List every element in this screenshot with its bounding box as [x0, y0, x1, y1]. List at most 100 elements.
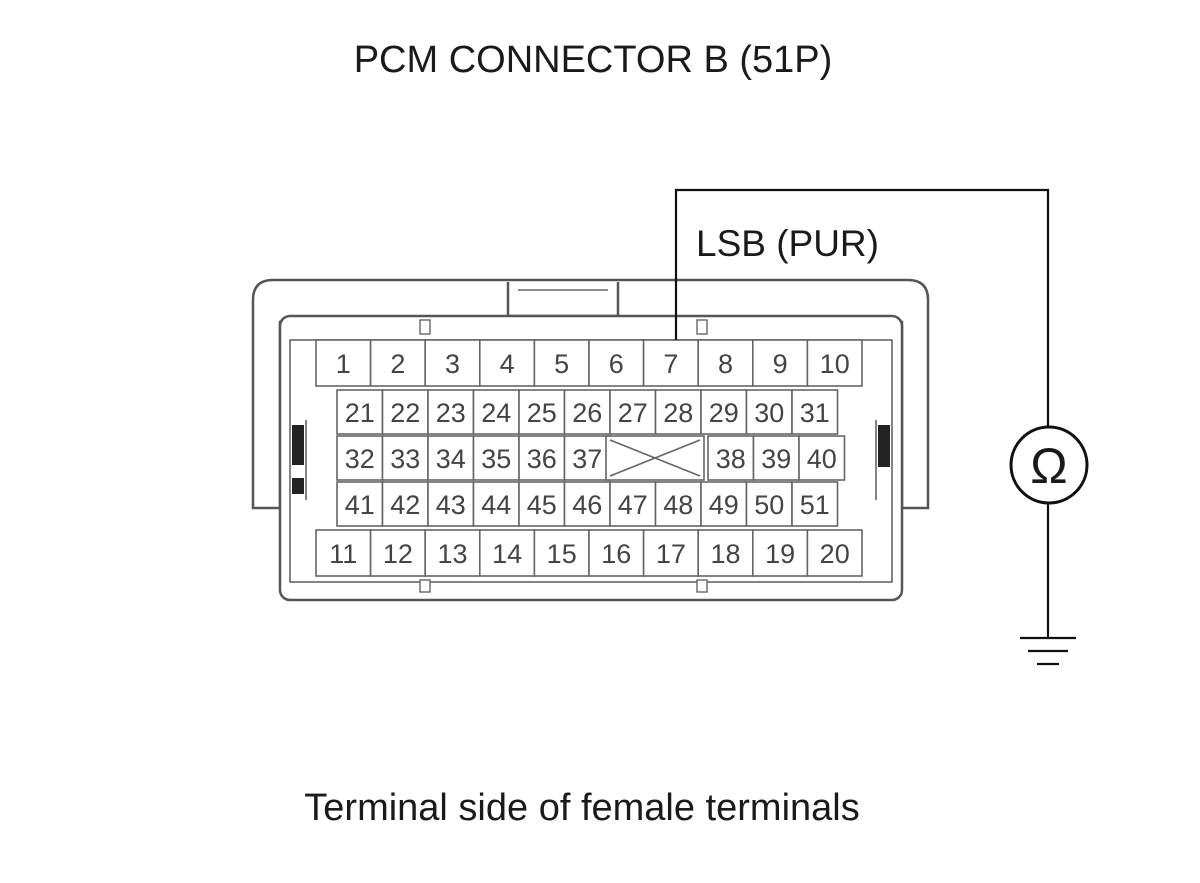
pin-label-9: 9 [773, 349, 788, 379]
pin-cell-33 [381, 435, 429, 481]
pin-label-17: 17 [656, 539, 686, 569]
side-latch-left-small [292, 478, 304, 494]
pin-cell-34 [427, 435, 475, 481]
pin-cell-15 [533, 529, 590, 577]
pin-label-33: 33 [390, 444, 420, 474]
pin-cell-14 [478, 529, 536, 577]
guide-tick [419, 319, 431, 335]
pin-label-49: 49 [709, 490, 739, 520]
pin-label-22: 22 [390, 398, 420, 428]
pin-label-37: 37 [572, 444, 602, 474]
connector-lock-tab [506, 282, 620, 318]
pin-label-51: 51 [800, 490, 830, 520]
pin-label-23: 23 [436, 398, 466, 428]
pin-cell-24 [472, 389, 520, 435]
pin-label-48: 48 [663, 490, 693, 520]
pin-label-18: 18 [710, 539, 740, 569]
pin-label-15: 15 [547, 539, 577, 569]
ohmmeter-symbol: Ω [1030, 438, 1067, 494]
pin-label-46: 46 [572, 490, 602, 520]
pin-label-43: 43 [436, 490, 466, 520]
pin-cell-19 [751, 529, 809, 577]
pin-label-4: 4 [500, 349, 515, 379]
diagram-title: PCM CONNECTOR B (51P) [354, 39, 833, 81]
pin-label-7: 7 [663, 349, 678, 379]
pin-cell-40 [798, 435, 846, 481]
pin-label-34: 34 [436, 444, 466, 474]
pin-cell-7 [642, 339, 699, 387]
test-circuit [674, 188, 1050, 638]
pin-label-8: 8 [718, 349, 733, 379]
pin-label-40: 40 [807, 444, 837, 474]
pin-cell-39 [752, 435, 800, 481]
pin-label-12: 12 [383, 539, 413, 569]
pin-label-27: 27 [618, 398, 648, 428]
pin-label-16: 16 [601, 539, 631, 569]
pin-cell-30 [745, 389, 793, 435]
pin-label-38: 38 [716, 444, 746, 474]
pin-cell-10 [806, 339, 863, 387]
pin-cell-23 [427, 389, 475, 435]
pin-cell-32 [336, 435, 384, 481]
pin-cell-48 [654, 481, 702, 527]
cross-line [609, 439, 701, 477]
pin-label-14: 14 [492, 539, 522, 569]
pin-label-26: 26 [572, 398, 602, 428]
side-latch-right [878, 425, 890, 467]
pin-cell-5 [533, 339, 590, 387]
pin-label-41: 41 [345, 490, 375, 520]
pin-label-50: 50 [754, 490, 784, 520]
pin-label-45: 45 [527, 490, 557, 520]
pin-cell-3 [424, 339, 481, 387]
pin-cell-2 [369, 339, 427, 387]
pin-label-10: 10 [820, 349, 850, 379]
ohmmeter-icon: Ω [1009, 425, 1089, 505]
pin-label-29: 29 [709, 398, 739, 428]
guide-tick [696, 319, 708, 335]
pin-cell-12 [369, 529, 427, 577]
pin-label-3: 3 [445, 349, 460, 379]
pin-cell-8 [697, 339, 754, 387]
pin-cell-4 [478, 339, 536, 387]
pin-cell-17 [642, 529, 699, 577]
pin-cell-47 [609, 481, 657, 527]
pin-cell-41 [336, 481, 384, 527]
connector-outer-shell [251, 278, 930, 510]
side-latch-left [292, 425, 304, 465]
wire-label: LSB (PUR) [696, 223, 879, 264]
guide-tick [696, 579, 708, 593]
pin-cell-1 [315, 339, 372, 387]
pin-label-47: 47 [618, 490, 648, 520]
ohmmeter-circle [1009, 425, 1089, 505]
pin-label-25: 25 [527, 398, 557, 428]
pin-label-36: 36 [527, 444, 557, 474]
pin-label-28: 28 [663, 398, 693, 428]
blank-cavity [605, 435, 705, 481]
pin-label-35: 35 [481, 444, 511, 474]
pin-label-2: 2 [390, 349, 405, 379]
pin-cell-20 [806, 529, 863, 577]
guide-tick [419, 579, 431, 593]
pin-label-39: 39 [761, 444, 791, 474]
pin-cell-38 [707, 435, 755, 481]
pin-cell-46 [563, 481, 611, 527]
pin-label-42: 42 [390, 490, 420, 520]
pin-cell-18 [697, 529, 754, 577]
pin-cell-37 [563, 435, 611, 481]
pin-cell-6 [588, 339, 645, 387]
pin-label-32: 32 [345, 444, 375, 474]
pin-cell-42 [381, 481, 429, 527]
pin-cell-29 [700, 389, 748, 435]
pin-cell-44 [472, 481, 520, 527]
pin-label-20: 20 [820, 539, 850, 569]
ground-icon [1020, 636, 1076, 666]
pin-label-31: 31 [800, 398, 830, 428]
pin-label-1: 1 [336, 349, 351, 379]
pin-label-30: 30 [754, 398, 784, 428]
pin-label-5: 5 [554, 349, 569, 379]
pin-label-11: 11 [329, 539, 357, 569]
pin-label-19: 19 [765, 539, 795, 569]
